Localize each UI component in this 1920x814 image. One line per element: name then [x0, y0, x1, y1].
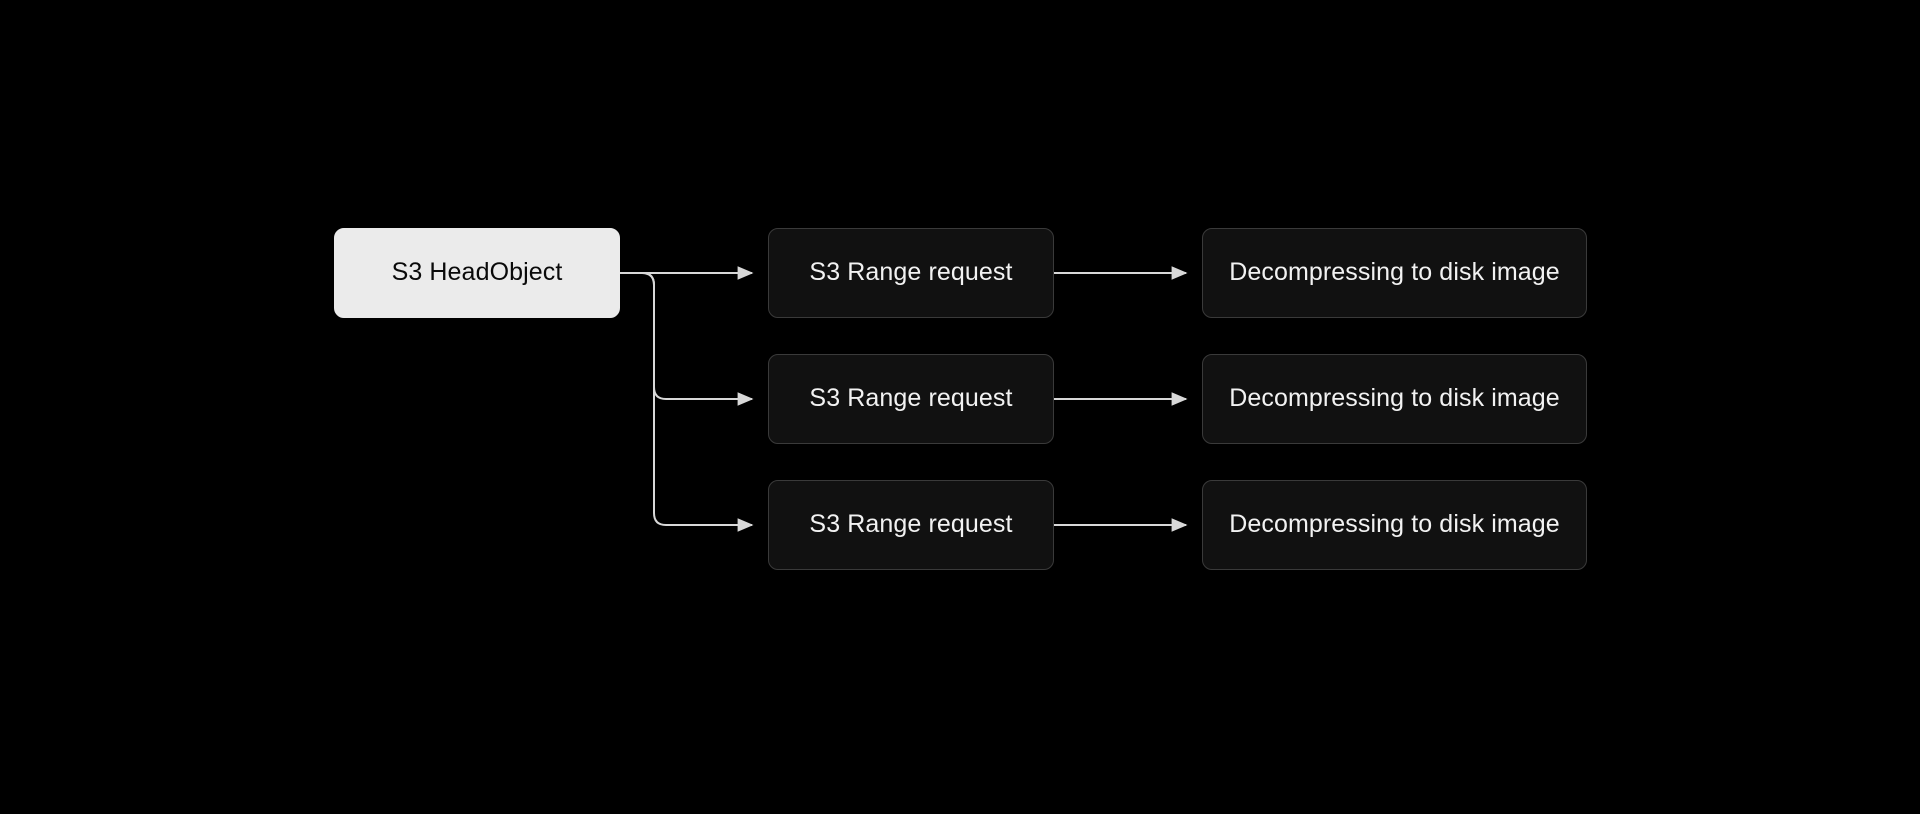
node-s3-range-request-2[interactable]: S3 Range request [768, 354, 1054, 444]
node-label: Decompressing to disk image [1229, 510, 1560, 539]
node-decompressing-to-disk-image-1[interactable]: Decompressing to disk image [1202, 228, 1587, 318]
node-s3-range-request-3[interactable]: S3 Range request [768, 480, 1054, 570]
node-label: S3 HeadObject [391, 258, 563, 287]
node-decompressing-to-disk-image-3[interactable]: Decompressing to disk image [1202, 480, 1587, 570]
node-decompressing-to-disk-image-2[interactable]: Decompressing to disk image [1202, 354, 1587, 444]
node-label: S3 Range request [809, 258, 1013, 287]
node-s3-headobject[interactable]: S3 HeadObject [334, 228, 620, 318]
edge-head-to-range3 [620, 272, 754, 532]
edge-head-to-range2 [620, 272, 754, 406]
node-label: Decompressing to disk image [1229, 384, 1560, 413]
node-label: Decompressing to disk image [1229, 258, 1560, 287]
node-label: S3 Range request [809, 510, 1013, 539]
node-label: S3 Range request [809, 384, 1013, 413]
node-s3-range-request-1[interactable]: S3 Range request [768, 228, 1054, 318]
